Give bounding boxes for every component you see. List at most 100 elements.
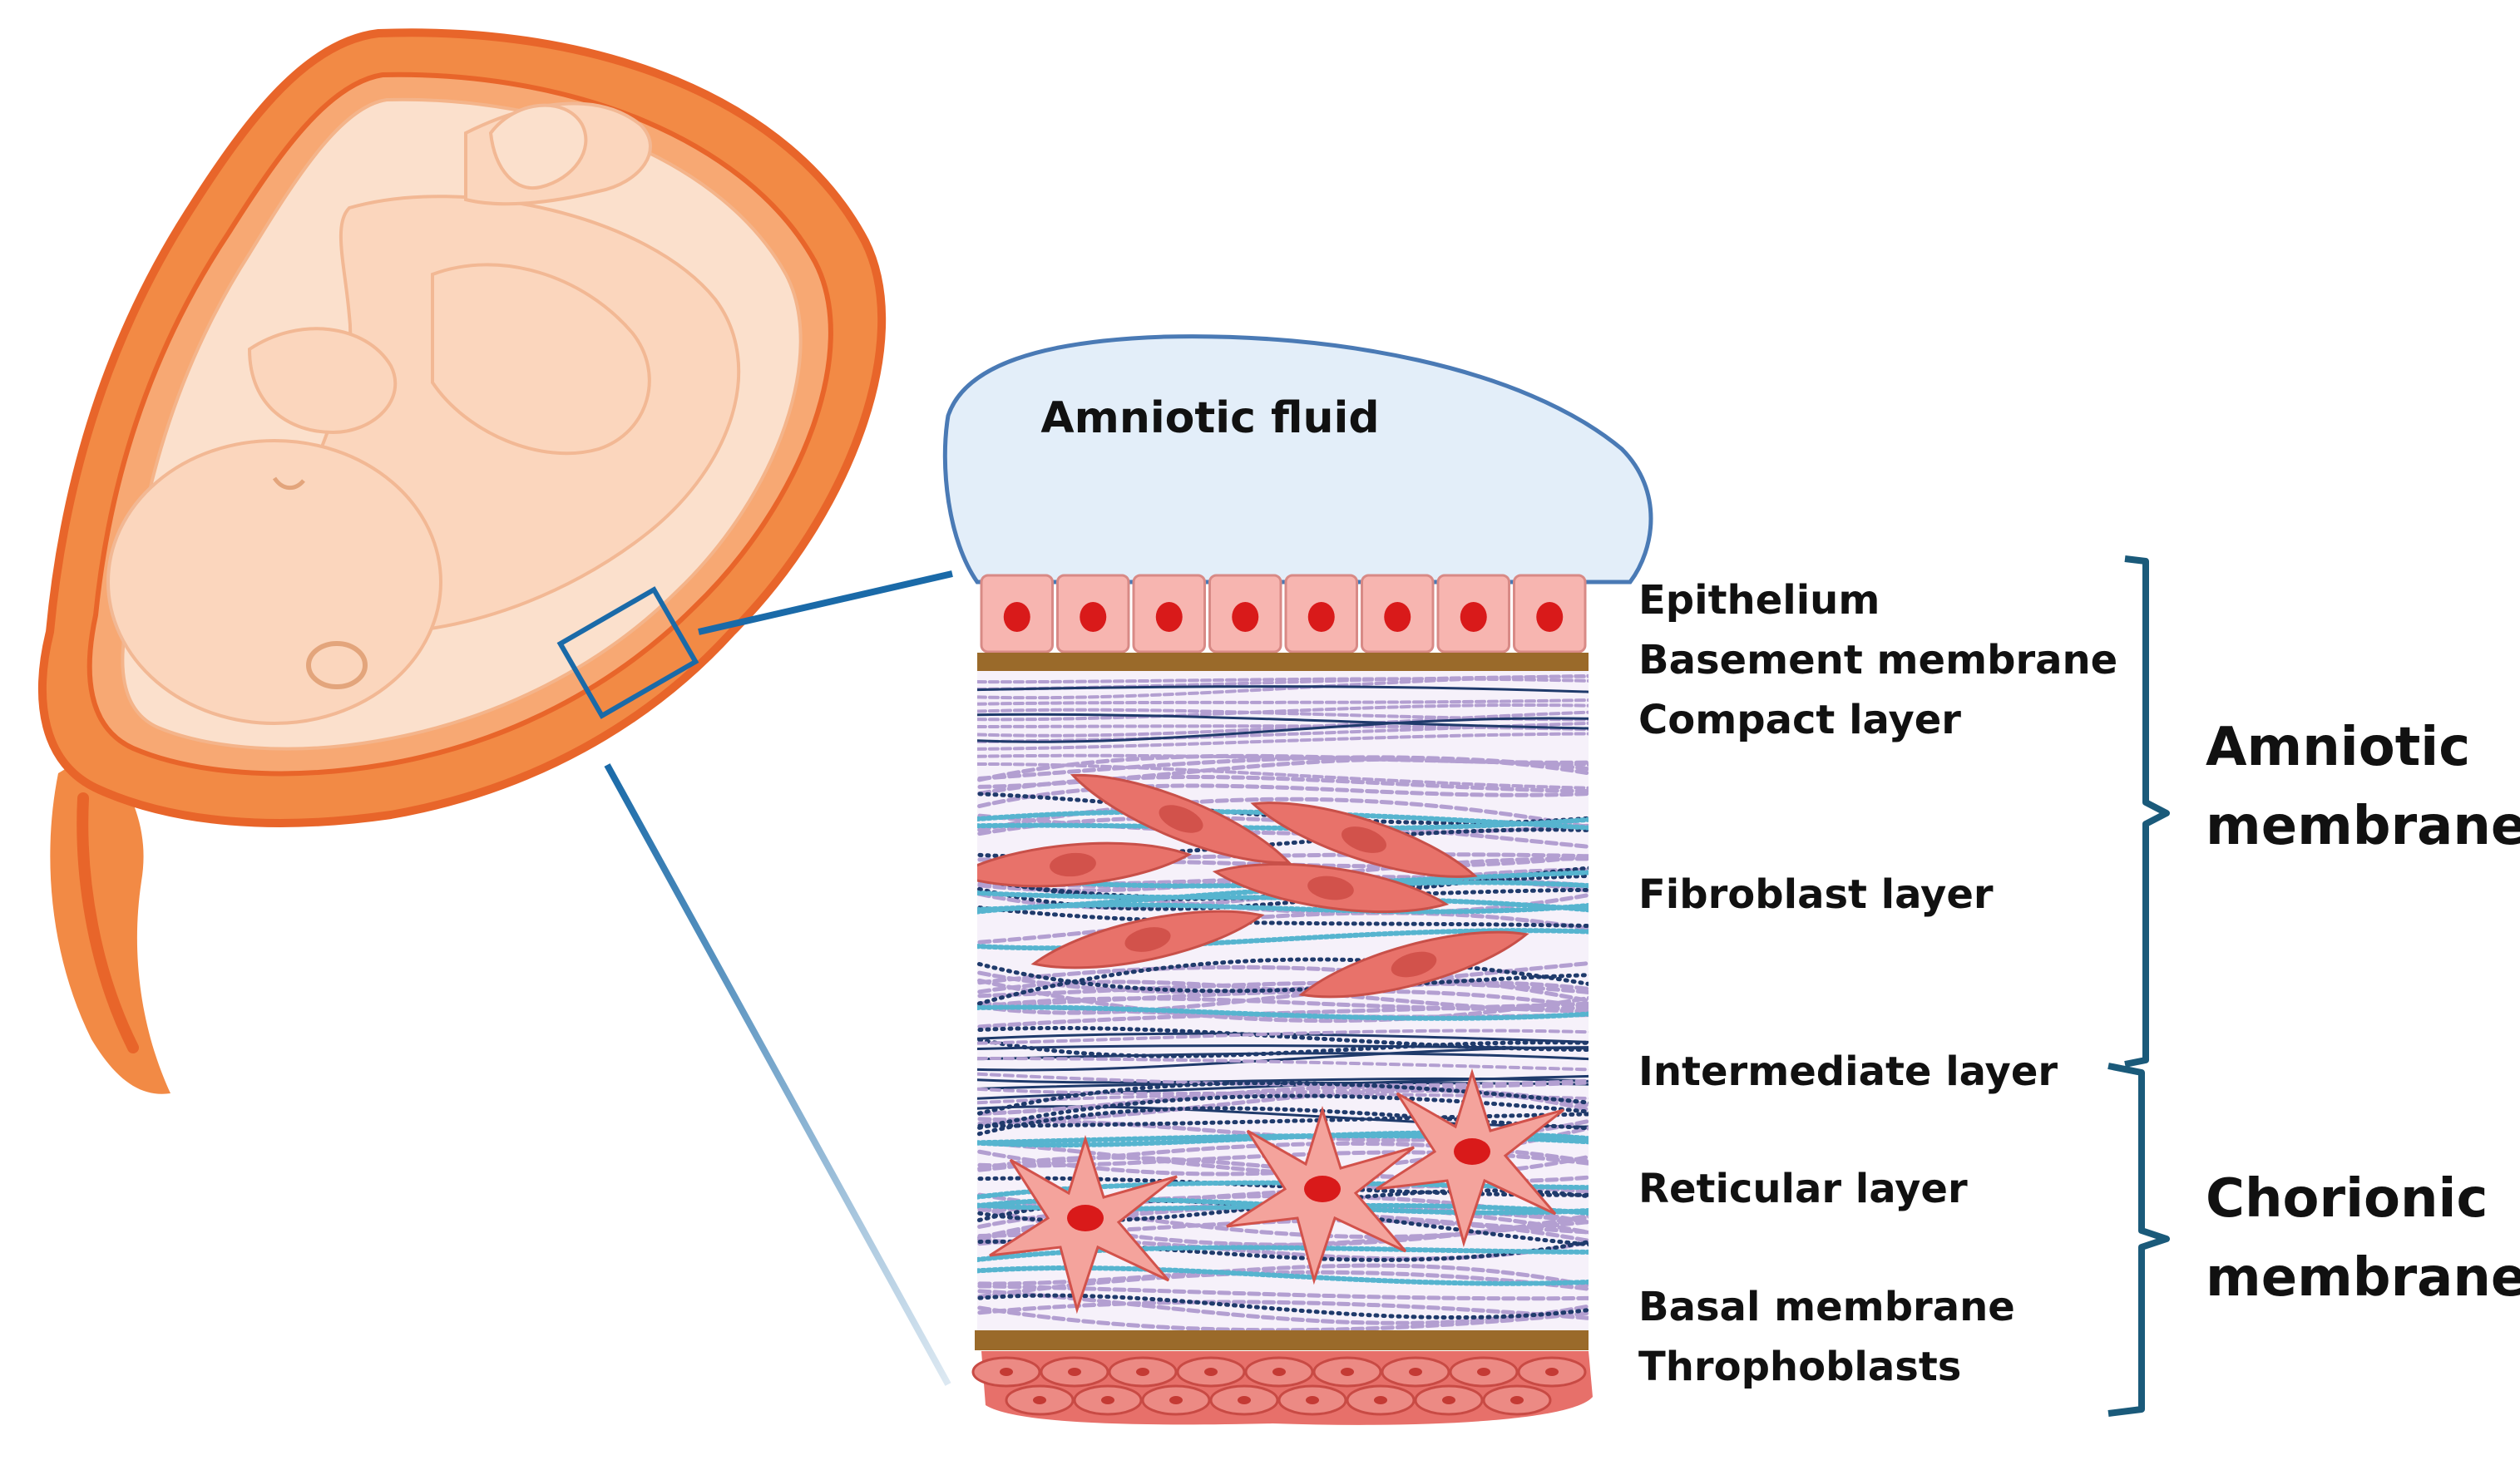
cell-nucleus	[1536, 602, 1564, 632]
membrane-cross-section	[971, 574, 1593, 1425]
fibroblast	[1250, 802, 1478, 878]
elastic-fiber	[977, 1106, 1589, 1137]
cell-nucleus	[1155, 602, 1183, 632]
trophoblast-nucleus	[1068, 1368, 1081, 1376]
amniotic-fluid-label: Amniotic fluid	[1040, 393, 1379, 443]
cervical-canal	[77, 792, 139, 1053]
cell-nucleus	[1384, 602, 1411, 632]
trophoblast-nucleus	[1341, 1368, 1354, 1376]
elastic-fiber	[977, 957, 1589, 1007]
collagen-fiber	[977, 724, 1589, 732]
fibroblast-nucleus	[1124, 927, 1171, 952]
collagen-fiber	[977, 1289, 1589, 1325]
fetus-foot	[488, 103, 588, 190]
fibroblast	[1070, 773, 1292, 865]
trophoblast-nucleus	[1101, 1396, 1114, 1404]
proteoglycan-strand	[977, 816, 1589, 831]
fibroblast	[977, 841, 1193, 888]
collagen-fiber	[977, 732, 1589, 751]
fibroblast-cells	[977, 773, 1529, 999]
trophoblast-nucleus	[1510, 1396, 1524, 1404]
collagen-fiber	[977, 677, 1589, 684]
fibroblast	[1030, 910, 1265, 969]
collagen-fiber	[977, 783, 1589, 809]
trophoblast-nucleus	[1033, 1396, 1046, 1404]
elastic-fiber	[977, 1112, 1589, 1128]
proteoglycan-strand	[977, 890, 1589, 913]
collagen-fiber	[977, 964, 1589, 1004]
stellate-cell-nucleus	[1304, 1176, 1341, 1202]
label-reticular-layer: Reticular layer	[1638, 1166, 1968, 1212]
fibroblast-nucleus	[1159, 805, 1203, 833]
fibroblast-nucleus	[1391, 951, 1437, 978]
collagen-fiber	[977, 813, 1589, 836]
collagen-fiber	[977, 673, 1589, 700]
uterus-illustration	[37, 28, 886, 1094]
label-intermediate-layer: Intermediate layer	[1638, 1048, 2058, 1095]
elastic-fiber	[977, 1239, 1589, 1262]
trophoblast-nucleus	[1477, 1368, 1490, 1376]
label-trophoblasts: Throphoblasts	[1638, 1344, 1961, 1390]
label-compact-layer: Compact layer	[1638, 697, 1961, 743]
trophoblast-nucleus	[1374, 1396, 1387, 1404]
proteoglycan-strand	[977, 1265, 1589, 1286]
reticular-cells	[989, 1068, 1564, 1315]
group-brackets	[2107, 555, 2170, 1417]
zoom-selection-box	[556, 586, 699, 719]
fibroblast-nucleus	[1342, 826, 1386, 853]
collagen-fiber	[977, 1270, 1589, 1300]
collagen-fiber	[977, 989, 1589, 1009]
trophoblast-nucleus	[1136, 1368, 1149, 1376]
chorionic-membrane-label-line1: Chorionic	[2206, 1168, 2488, 1230]
intermediate-fiber	[977, 1074, 1589, 1100]
proteoglycan-strand	[977, 1004, 1589, 1021]
basal-membrane-band	[975, 1330, 1589, 1350]
fetus-ear	[306, 641, 368, 689]
trophoblast-nucleus	[1545, 1368, 1559, 1376]
collagen-fiber	[977, 703, 1589, 722]
cell-nucleus	[1080, 602, 1107, 632]
proteoglycan-strand	[977, 928, 1589, 951]
trophoblast-cells	[971, 1351, 1593, 1425]
collagen-fiber	[977, 797, 1589, 833]
elastic-fiber	[977, 1093, 1589, 1131]
fibroblast	[1298, 930, 1529, 999]
amniotic-bracket	[2124, 555, 2170, 1068]
stellate-cell-nucleus	[1067, 1205, 1104, 1231]
trophoblast-nucleus	[1306, 1396, 1319, 1404]
elastic-fiber	[977, 905, 1589, 929]
fetus-eye	[272, 476, 305, 491]
trophoblast-nucleus	[1442, 1396, 1455, 1404]
collagen-fiber	[977, 1305, 1589, 1333]
stellate-cell	[1226, 1105, 1415, 1285]
elastic-fiber	[977, 1293, 1589, 1320]
collagen-fiber	[977, 1056, 1589, 1072]
elastic-fiber	[977, 961, 1589, 994]
cell-nucleus	[1307, 602, 1335, 632]
cell-nucleus	[1232, 602, 1259, 632]
chorionic-bracket	[2107, 1063, 2170, 1417]
chorionic-membrane-label-line2: membrane	[2206, 1247, 2520, 1309]
basement-membrane-band	[977, 653, 1589, 671]
amniotic-membrane-label-line2: membrane	[2206, 796, 2520, 857]
trophoblast-nucleus	[1409, 1368, 1422, 1376]
fetus-head	[106, 439, 442, 725]
elastic-fiber	[977, 1081, 1589, 1117]
group-labels: Amniotic membrane Chorionic membrane	[2206, 717, 2520, 1309]
epithelium-cells	[980, 574, 1587, 654]
collagen-fiber	[977, 762, 1589, 790]
elastic-fiber	[977, 1176, 1589, 1197]
collagen-fiber	[977, 698, 1589, 706]
trophoblast-nucleus	[1204, 1368, 1218, 1376]
layer-labels: Epithelium Basement membrane Compact lay…	[1638, 577, 2117, 1390]
fibroblast	[1212, 862, 1450, 914]
collagen-fiber	[977, 1072, 1589, 1088]
amniotic-membrane-label-line1: Amniotic	[2206, 717, 2470, 778]
cell-nucleus	[1003, 602, 1030, 632]
label-basal-membrane: Basal membrane	[1638, 1284, 2015, 1330]
trophoblast-nucleus	[1272, 1368, 1286, 1376]
zoom-connector	[604, 570, 953, 1386]
proteoglycan-strand	[977, 1245, 1589, 1263]
collagen-fiber	[977, 775, 1589, 797]
